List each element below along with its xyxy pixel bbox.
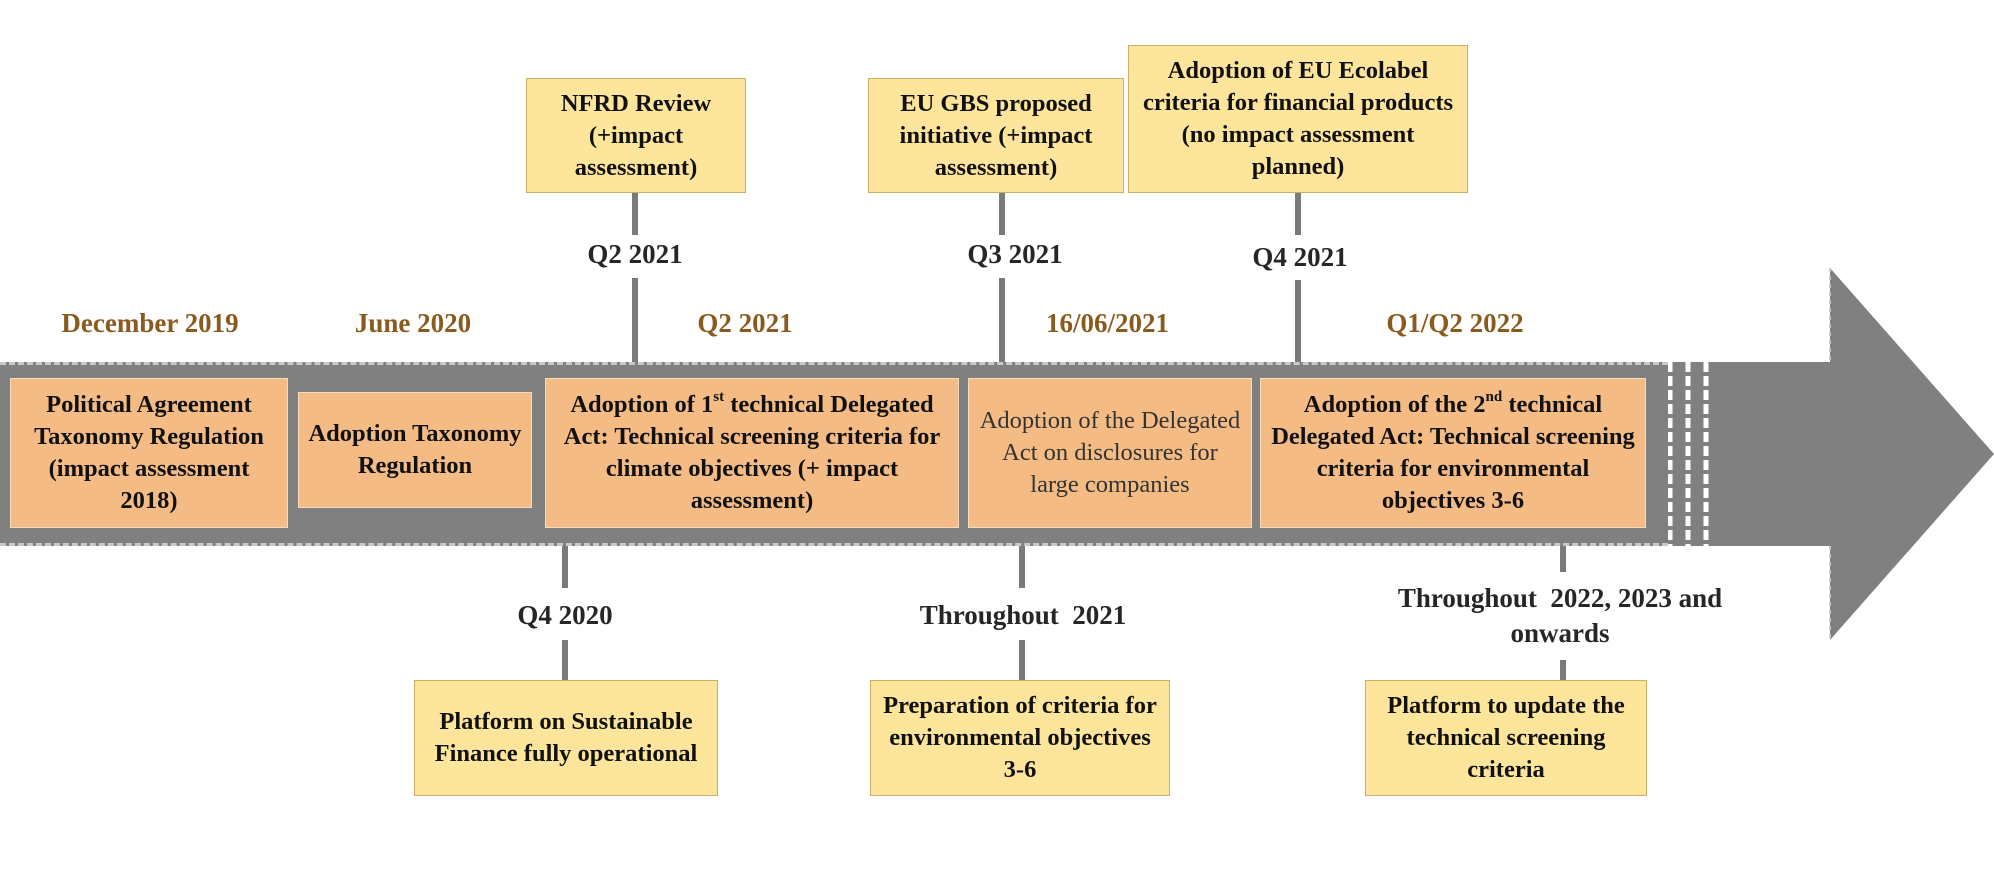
band-box-adoption-taxonomy-text: Adoption Taxonomy Regulation: [308, 420, 522, 479]
bottom-item-1-text: Platform on Sustainable Finance fully op…: [434, 708, 698, 767]
band-box-adoption-taxonomy: Adoption Taxonomy Regulation: [298, 392, 532, 508]
bottom-item-3-text: Platform to update the technical screeni…: [1387, 692, 1625, 783]
bottom-item-3-label: Throughout 2022, 2023 and onwards: [1397, 583, 1729, 648]
top-item-3-text: Adoption of EU Ecolabel criteria for fin…: [1142, 57, 1454, 180]
date-q2-2021: Q2 2021: [697, 308, 793, 338]
connector-bottom-2-lower: [1019, 640, 1025, 680]
date-december-2019: December 2019: [61, 308, 239, 338]
date-june-2020: June 2020: [354, 308, 472, 338]
bottom-item-1-box: Platform on Sustainable Finance fully op…: [414, 680, 718, 796]
connector-top-2-upper: [999, 193, 1005, 235]
connector-bottom-3-lower: [1560, 660, 1566, 680]
date-q1-q2-2022: Q1/Q2 2022: [1386, 308, 1524, 338]
bottom-item-2-box: Preparation of criteria for environmenta…: [870, 680, 1170, 796]
timeline-arrowhead: [1668, 268, 1994, 640]
connector-top-1-upper: [632, 193, 638, 235]
band-box-second-delegated-act-text: Adoption of the 2nd technical Delegated …: [1271, 388, 1635, 514]
top-item-3-box: Adoption of EU Ecolabel criteria for fin…: [1128, 45, 1468, 193]
top-item-2-text: EU GBS proposed initiative (+impact asse…: [899, 89, 1093, 181]
band-box-political-agreement: Political Agreement Taxonomy Regulation …: [10, 378, 288, 528]
band-box-second-delegated-act: Adoption of the 2nd technical Delegated …: [1260, 378, 1646, 528]
bottom-item-1-label: Q4 2020: [517, 600, 613, 630]
top-item-3-label: Q4 2021: [1252, 242, 1348, 272]
date-16-06-2021: 16/06/2021: [1045, 308, 1169, 338]
band-box-disclosures-act: Adoption of the Delegated Act on disclos…: [968, 378, 1252, 528]
top-item-2-box: EU GBS proposed initiative (+impact asse…: [868, 78, 1124, 193]
top-item-1-label: Q2 2021: [587, 239, 683, 269]
top-item-2-label: Q3 2021: [967, 239, 1063, 269]
band-box-first-delegated-act: Adoption of 1st technical Delegated Act:…: [545, 378, 959, 528]
band-box-disclosures-act-text: Adoption of the Delegated Act on disclos…: [979, 407, 1241, 498]
bottom-item-2-label: Throughout 2021: [919, 600, 1127, 630]
bottom-item-3-box: Platform to update the technical screeni…: [1365, 680, 1647, 796]
connector-bottom-3-upper: [1560, 546, 1566, 572]
top-item-1-text: NFRD Review (+impact assessment): [560, 89, 712, 181]
band-box-political-agreement-text: Political Agreement Taxonomy Regulation …: [34, 391, 264, 514]
connector-top-2-lower: [999, 278, 1005, 362]
band-box-first-delegated-act-text: Adoption of 1st technical Delegated Act:…: [563, 388, 941, 514]
connector-bottom-1-upper: [562, 546, 568, 588]
top-item-1-box: NFRD Review (+impact assessment): [526, 78, 746, 193]
connector-bottom-2-upper: [1019, 546, 1025, 588]
connector-top-3-lower: [1295, 280, 1301, 362]
connector-top-3-upper: [1295, 193, 1301, 235]
connector-bottom-1-lower: [562, 640, 568, 680]
bottom-item-2-text: Preparation of criteria for environmenta…: [883, 692, 1157, 783]
connector-top-1-lower: [632, 278, 638, 362]
